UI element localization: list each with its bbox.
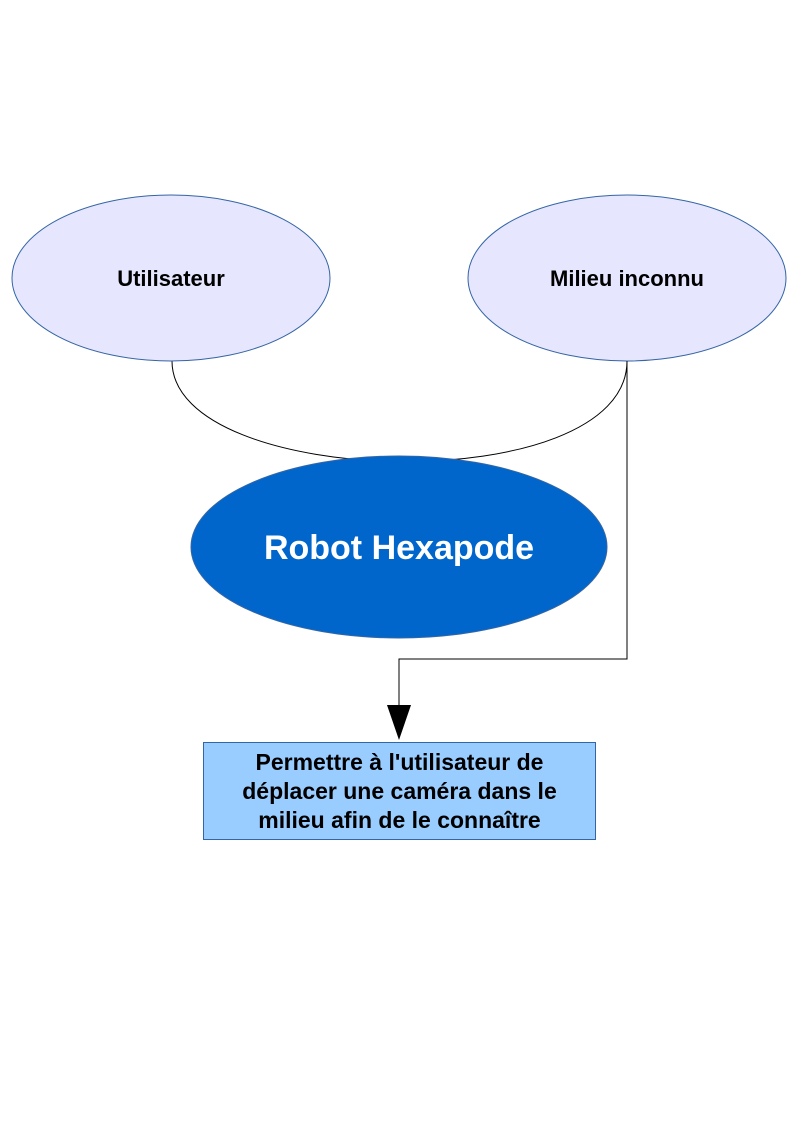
arrowhead-icon bbox=[387, 705, 411, 740]
utilisateur-label: Utilisateur bbox=[117, 266, 225, 291]
user-environment-connector bbox=[171, 360, 628, 463]
utilisateur-ellipse bbox=[11, 194, 331, 362]
robot-hexapode-label: Robot Hexapode bbox=[264, 529, 534, 567]
environment-goal-connector bbox=[398, 361, 628, 706]
milieu-inconnu-label: Milieu inconnu bbox=[550, 266, 704, 291]
goal-box-background bbox=[203, 742, 596, 840]
goal-label: Permettre à l'utilisateur de déplacer un… bbox=[242, 748, 557, 833]
robot-hexapode-ellipse bbox=[190, 455, 608, 639]
goal-box: Permettre à l'utilisateur de déplacer un… bbox=[203, 742, 596, 840]
